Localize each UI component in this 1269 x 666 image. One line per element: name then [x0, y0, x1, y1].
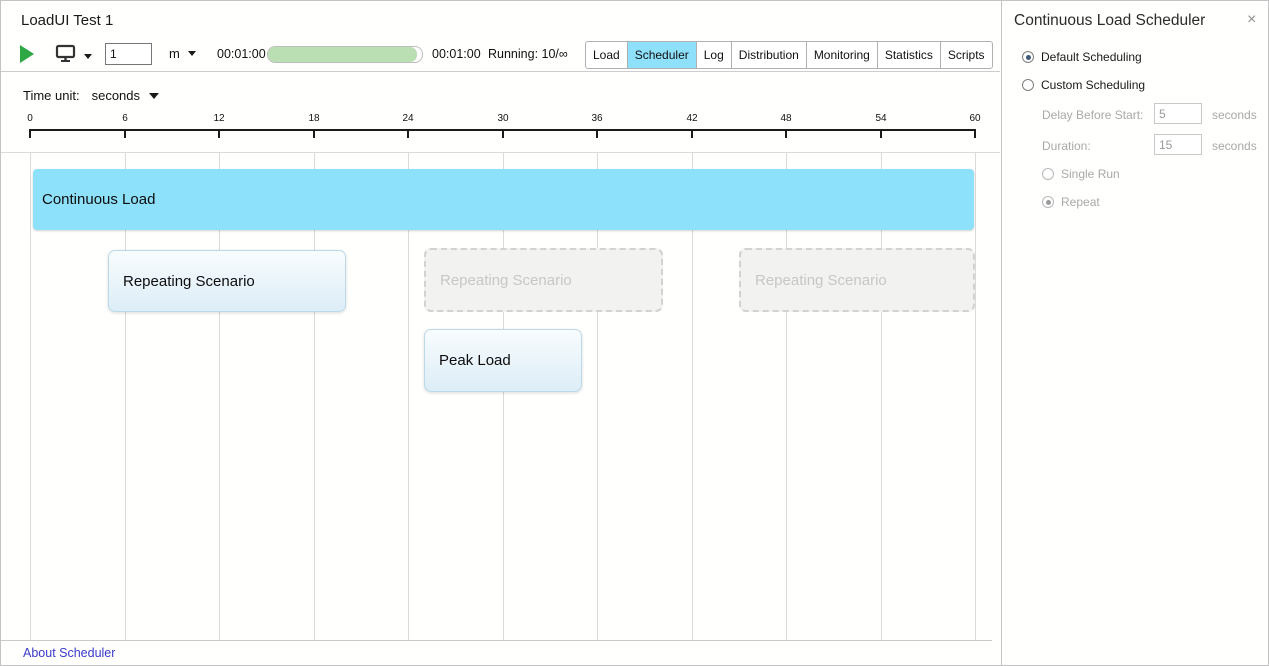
- peak-load-block[interactable]: Peak Load: [424, 329, 582, 392]
- time-unit-row: Time unit: seconds: [23, 88, 160, 103]
- gridline: [314, 152, 315, 640]
- delay-before-start-input[interactable]: [1154, 103, 1202, 124]
- tab-statistics[interactable]: Statistics: [878, 42, 941, 68]
- ruler-tick: [502, 131, 504, 138]
- grid-bottom-line: [1, 640, 992, 641]
- chevron-down-icon: [149, 92, 160, 99]
- play-icon[interactable]: [20, 45, 34, 63]
- ruler-tick-label: 60: [969, 113, 981, 124]
- ruler-tick: [880, 131, 882, 138]
- radio-icon: [1022, 79, 1034, 91]
- gridline: [30, 152, 31, 640]
- gridline: [975, 152, 976, 640]
- custom-scheduling-option[interactable]: Custom Scheduling: [1022, 78, 1145, 92]
- ruler-tick-label: 6: [122, 113, 128, 124]
- radio-icon: [1022, 51, 1034, 63]
- ruler-tick: [313, 131, 315, 138]
- repeating-scenario-block-1[interactable]: Repeating Scenario: [108, 250, 346, 312]
- run-progress-bar: [267, 46, 423, 63]
- page-title: LoadUI Test 1: [21, 12, 114, 29]
- radio-icon: [1042, 196, 1054, 208]
- gridline: [219, 152, 220, 640]
- repeat-option[interactable]: Repeat: [1042, 195, 1100, 209]
- test-workspace-panel: LoadUI Test 1 m 00:01:00 00:01:00 Runnin…: [1, 1, 1000, 665]
- gridline: [881, 152, 882, 640]
- time-unit-dropdown-toolbar[interactable]: m: [169, 46, 196, 61]
- run-progress-fill: [268, 47, 418, 62]
- single-run-option[interactable]: Single Run: [1042, 167, 1120, 181]
- ruler-tick-label: 30: [497, 113, 509, 124]
- agents-dropdown-button[interactable]: [55, 44, 92, 68]
- monitor-icon: [55, 44, 79, 68]
- tab-scripts[interactable]: Scripts: [947, 48, 985, 62]
- time-unit-select[interactable]: seconds: [91, 88, 160, 103]
- gridline: [597, 152, 598, 640]
- delay-unit-label: seconds: [1212, 108, 1257, 122]
- tab-log[interactable]: Log: [697, 42, 732, 68]
- default-scheduling-option[interactable]: Default Scheduling: [1022, 50, 1142, 64]
- ruler-tick: [407, 131, 409, 138]
- tab-monitoring[interactable]: Monitoring: [807, 42, 878, 68]
- chevron-down-icon: [84, 53, 92, 59]
- chevron-down-icon: [187, 51, 196, 56]
- ruler-tick: [974, 131, 976, 138]
- ruler-tick-label: 42: [686, 113, 698, 124]
- grid-top-line: [1, 152, 1000, 153]
- scheduler-settings-panel: Continuous Load Scheduler × Default Sche…: [1001, 1, 1268, 665]
- gridline: [503, 152, 504, 640]
- ruler-tick-label: 48: [780, 113, 792, 124]
- ruler-tick-label: 24: [402, 113, 414, 124]
- ruler-tick: [218, 131, 220, 138]
- time-limit-input[interactable]: [105, 43, 152, 65]
- elapsed-time: 00:01:00: [217, 47, 266, 61]
- gridline: [408, 152, 409, 640]
- ruler-tick: [29, 131, 31, 138]
- about-scheduler-link[interactable]: About Scheduler: [23, 646, 116, 660]
- running-status: Running: 10/∞: [488, 47, 568, 61]
- close-icon[interactable]: ×: [1247, 11, 1257, 28]
- gridline: [786, 152, 787, 640]
- panel-title: Continuous Load Scheduler: [1014, 12, 1206, 29]
- tab-distribution[interactable]: Distribution: [732, 42, 807, 68]
- tab-scheduler[interactable]: Scheduler: [627, 42, 697, 68]
- ruler-tick: [691, 131, 693, 138]
- gridline: [125, 152, 126, 640]
- ruler-baseline: [29, 129, 976, 131]
- view-tabs: Load Scheduler Log Distribution Monitori…: [585, 41, 993, 69]
- ruler-tick-label: 18: [308, 113, 320, 124]
- custom-scheduling-label: Custom Scheduling: [1041, 78, 1146, 92]
- ruler-tick-label: 12: [213, 113, 225, 124]
- toolbar-separator: [1, 71, 1000, 72]
- ruler-tick: [785, 131, 787, 138]
- delay-before-start-label: Delay Before Start:: [1042, 108, 1144, 122]
- default-scheduling-label: Default Scheduling: [1041, 50, 1142, 64]
- ruler-tick-label: 54: [875, 113, 887, 124]
- radio-icon: [1042, 168, 1054, 180]
- ruler-tick-label: 0: [27, 113, 33, 124]
- repeating-scenario-block-3[interactable]: Repeating Scenario: [739, 248, 975, 312]
- time-unit-selected-value: seconds: [91, 88, 141, 103]
- gridline: [692, 152, 693, 640]
- tab-load[interactable]: Load: [586, 42, 628, 68]
- time-unit-value: m: [169, 46, 180, 61]
- continuous-load-block[interactable]: Continuous Load: [33, 169, 974, 230]
- duration-input[interactable]: [1154, 134, 1202, 155]
- time-unit-label: Time unit:: [23, 88, 80, 103]
- duration-unit-label: seconds: [1212, 139, 1257, 153]
- duration-label: Duration:: [1042, 139, 1091, 153]
- ruler-tick: [124, 131, 126, 138]
- single-run-label: Single Run: [1061, 167, 1120, 181]
- ruler-tick-label: 36: [591, 113, 603, 124]
- total-time: 00:01:00: [432, 47, 481, 61]
- repeat-label: Repeat: [1061, 195, 1100, 209]
- repeating-scenario-block-2[interactable]: Repeating Scenario: [424, 248, 663, 312]
- ruler-tick: [596, 131, 598, 138]
